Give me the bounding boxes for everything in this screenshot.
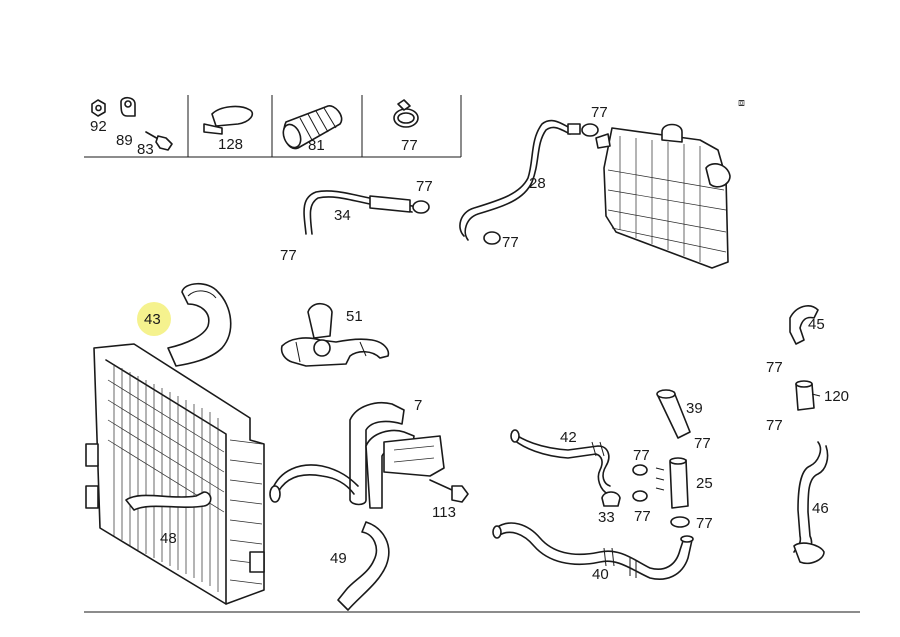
legend-label-128: 128: [218, 136, 243, 153]
clamp-77-icon[interactable]: [412, 200, 430, 214]
callout-77-pipe-39[interactable]: 77: [694, 435, 711, 452]
clamp-77-icon[interactable]: [483, 231, 501, 245]
callout-46[interactable]: 46: [812, 500, 829, 517]
connector-25[interactable]: [655, 457, 689, 509]
legend-label-83: 83: [137, 141, 154, 158]
clamp-77-icon[interactable]: [670, 516, 690, 528]
callout-49[interactable]: 49: [330, 550, 347, 567]
expansion-tank[interactable]: [595, 123, 731, 269]
sleeve-81-icon[interactable]: [280, 105, 343, 150]
callout-45[interactable]: 45: [808, 316, 825, 333]
callout-28[interactable]: 28: [529, 175, 546, 192]
clamp-77-icon[interactable]: [393, 99, 419, 128]
callout-77-tank-top[interactable]: 77: [591, 104, 608, 121]
pipe-assembly-7[interactable]: [269, 402, 445, 509]
hose-28[interactable]: [459, 119, 599, 245]
callout-77-hose-28[interactable]: 77: [502, 234, 519, 251]
callout-77-left[interactable]: 77: [280, 247, 297, 264]
bolt-113-icon[interactable]: [429, 479, 469, 503]
callout-43[interactable]: 43: [144, 311, 161, 328]
callout-40[interactable]: 40: [592, 566, 609, 583]
radiator-48[interactable]: [85, 343, 265, 605]
hose-45[interactable]: [789, 305, 819, 345]
callout-33[interactable]: 33: [598, 509, 615, 526]
callout-77-right-lower[interactable]: 77: [766, 417, 783, 434]
callout-labels: 43 34 28 51 45 120 7 39 42 25 33 113 48 …: [144, 104, 849, 583]
legend-label-89: 89: [116, 132, 133, 149]
callout-34[interactable]: 34: [334, 207, 351, 224]
clip-89-icon[interactable]: [120, 96, 136, 117]
clamp-77-icon[interactable]: [632, 490, 648, 502]
connector-120[interactable]: [795, 380, 821, 411]
legend-label-81: 81: [308, 137, 325, 154]
nut-92-icon[interactable]: [91, 99, 106, 117]
callout-42[interactable]: 42: [560, 429, 577, 446]
hose-34[interactable]: [303, 190, 430, 235]
clamp-77-icon[interactable]: [581, 123, 599, 137]
callout-113[interactable]: 113: [432, 504, 456, 521]
thermostat-housing-51[interactable]: [280, 302, 390, 367]
legend-panel: 92 89 83 128 81 77: [84, 95, 462, 158]
legend-label-77: 77: [401, 137, 418, 154]
callout-25[interactable]: 25: [696, 475, 713, 492]
callout-7[interactable]: 7: [414, 397, 422, 414]
callout-77-hose-34[interactable]: 77: [416, 178, 433, 195]
callout-77-clamp-right[interactable]: 77: [696, 515, 713, 532]
callout-120[interactable]: 120: [824, 388, 849, 405]
hose-49[interactable]: [337, 521, 390, 611]
callout-48[interactable]: 48: [160, 530, 177, 547]
strap-128-icon[interactable]: [203, 105, 254, 135]
callout-51[interactable]: 51: [346, 308, 363, 325]
hose-40[interactable]: [492, 522, 694, 580]
corner-mark-icon: ⧈: [738, 97, 745, 109]
callout-77-connector-upper[interactable]: 77: [633, 447, 650, 464]
callout-77-connector-lower[interactable]: 77: [634, 508, 651, 525]
callout-77-right-upper[interactable]: 77: [766, 359, 783, 376]
hose-42[interactable]: [510, 429, 611, 495]
hose-43[interactable]: [167, 282, 232, 367]
hose-46[interactable]: [793, 441, 829, 565]
cap-33[interactable]: [601, 491, 621, 507]
bolt-83-icon[interactable]: [145, 131, 173, 151]
callout-highlight: [137, 302, 171, 336]
clamp-77-icon[interactable]: [632, 464, 648, 476]
callout-39[interactable]: 39: [686, 400, 703, 417]
legend-label-92: 92: [90, 118, 107, 135]
pipe-39[interactable]: [656, 389, 691, 439]
